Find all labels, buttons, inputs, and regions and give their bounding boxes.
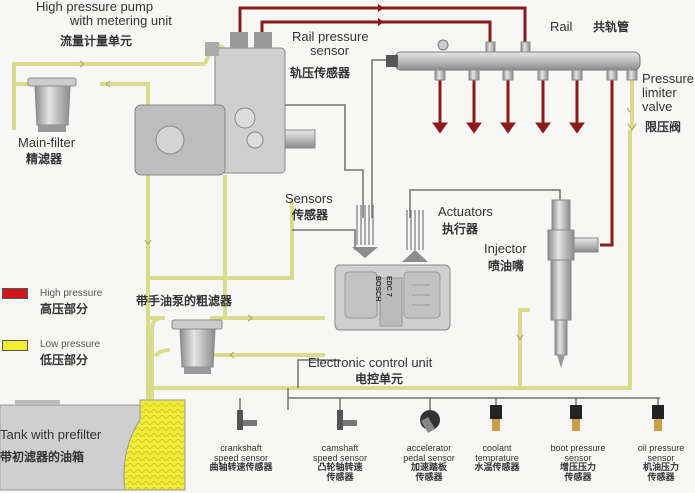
sensor-name-en-2: temprature bbox=[475, 453, 519, 463]
sensor-bus-bundle bbox=[356, 205, 374, 245]
high-pressure-line-rail-injector bbox=[600, 60, 614, 247]
limiter-label-en-1: Pressure bbox=[642, 71, 695, 86]
sensor-name-cn-1: 加速踏板 bbox=[410, 463, 447, 473]
sensors-label-cn: 传感器 bbox=[292, 208, 329, 222]
ecu-label-cn: 电控单元 bbox=[355, 372, 404, 386]
crankshaft-sensor-icon bbox=[237, 410, 257, 430]
sensor-name-en-2: pedal sensor bbox=[403, 453, 455, 463]
injector-label-en: Injector bbox=[484, 241, 527, 256]
signal-lines bbox=[225, 59, 660, 410]
low-pressure-return-line bbox=[152, 130, 632, 390]
sensor-name-en-1: coolant bbox=[482, 443, 512, 453]
pump-label-cn: 流量计量单元 bbox=[60, 34, 133, 48]
pump-label-en-2: with metering unit bbox=[70, 13, 172, 28]
injector-actuator-signal bbox=[409, 189, 561, 218]
rail-outlet-lines bbox=[432, 80, 585, 134]
ecu-model-label: EDC 7 bbox=[385, 276, 392, 297]
ecu-icon bbox=[334, 264, 451, 331]
high-pressure-pump-icon bbox=[134, 32, 316, 176]
rail-sensor-signal bbox=[371, 59, 395, 218]
sensor-label-boost-pressure: boot pressure sensor 增压压力 传感器 bbox=[543, 443, 613, 483]
limiter-return-line bbox=[627, 80, 637, 132]
sensor-name-en-2: sensor bbox=[647, 453, 675, 463]
main-filter-label-cn: 精滤器 bbox=[26, 152, 63, 166]
main-filter-icon bbox=[27, 77, 77, 132]
pedal-sensor-icon bbox=[420, 410, 440, 434]
legend-low-pressure-cn: 低压部分 bbox=[40, 353, 89, 367]
tank-label-en: Tank with prefilter bbox=[0, 427, 102, 442]
sensor-name-en-1: camshaft bbox=[321, 443, 359, 453]
low-pressure-flow-arrows bbox=[79, 60, 634, 359]
sensor-name-en-2: speed sensor bbox=[312, 453, 368, 463]
sensor-name-en-1: crankshaft bbox=[220, 443, 262, 453]
actuator-output-arrow-icon bbox=[402, 250, 428, 262]
rail-sensor-label-cn: 轨压传感器 bbox=[290, 66, 351, 80]
high-pressure-line-pump-rail-1 bbox=[238, 6, 527, 48]
pump-label-en-1: High pressure pump bbox=[36, 0, 154, 14]
actuators-label-cn: 执行器 bbox=[442, 222, 479, 236]
pump-signal bbox=[225, 104, 364, 218]
sensor-label-accelerator: accelerator pedal sensor 加速踏板 传感器 bbox=[393, 443, 465, 483]
low-pressure-lines bbox=[12, 44, 632, 430]
camshaft-sensor-icon bbox=[337, 410, 357, 430]
limiter-label-en-2: limiter bbox=[642, 85, 677, 100]
prefilter-hand-pump-icon bbox=[171, 319, 223, 374]
sensors-label-en: Sensors bbox=[285, 191, 333, 206]
rail-sensor-label-en-2: sensor bbox=[310, 43, 350, 58]
legend-high-pressure-swatch bbox=[2, 288, 28, 299]
sensor-input-arrow-icon bbox=[352, 247, 378, 258]
legend-high-pressure-cn: 高压部分 bbox=[40, 302, 89, 316]
injector-label-cn: 喷油嘴 bbox=[488, 259, 525, 273]
low-pressure-line-tank-to-prefilter bbox=[150, 316, 165, 412]
tank-label-cn: 带初滤器的油箱 bbox=[0, 450, 85, 464]
sensor-name-cn-2: 传感器 bbox=[415, 473, 443, 483]
limiter-label-cn: 限压阀 bbox=[645, 120, 682, 134]
limiter-label-en-3: valve bbox=[642, 99, 673, 114]
high-pressure-line-pump-rail-2 bbox=[260, 20, 492, 48]
sensor-label-camshaft: camshaft speed sensor 凸轮轴转速 传感器 bbox=[305, 443, 375, 483]
boost-pressure-sensor-icon bbox=[570, 405, 582, 431]
legend-high-pressure-en: High pressure bbox=[40, 288, 103, 299]
rail-sensor-label-en-1: Rail pressure bbox=[292, 29, 369, 44]
low-pressure-line-top bbox=[12, 62, 205, 130]
coolant-sensor-icon bbox=[490, 405, 502, 431]
main-filter-label-en: Main-filter bbox=[18, 135, 76, 150]
actuators-label-en: Actuators bbox=[438, 204, 493, 219]
sensor-name-cn-1: 水温传感器 bbox=[474, 463, 520, 473]
low-pressure-line-left-return bbox=[100, 82, 150, 430]
sensor-name-cn-1: 增压压力 bbox=[559, 463, 596, 473]
sensor-label-coolant: coolant temprature 水温传感器 bbox=[466, 443, 528, 473]
prefilter-label-cn: 带手油泵的粗滤器 bbox=[136, 294, 233, 308]
sensor-name-en-1: boot pressure bbox=[550, 443, 606, 453]
sensor-name-cn-2: 传感器 bbox=[326, 473, 354, 483]
injector-icon bbox=[547, 199, 599, 368]
sensor-signal-left bbox=[292, 229, 356, 250]
sensor-name-en-2: speed sensor bbox=[213, 453, 269, 463]
sensor-name-en-1: accelerator bbox=[406, 443, 452, 453]
sensor-name-en-1: oil pressure bbox=[637, 443, 685, 453]
actuator-bus-bundle bbox=[406, 210, 424, 250]
legend-low-pressure-en: Low pressure bbox=[40, 339, 101, 350]
rail-label-cn: 共轨管 bbox=[593, 20, 630, 34]
high-pressure-flow-arrows bbox=[378, 4, 384, 26]
sensor-name-cn-2: 传感器 bbox=[647, 473, 675, 483]
common-rail-icon bbox=[386, 39, 641, 81]
legend-low-pressure-swatch bbox=[2, 340, 28, 351]
rail-label-en: Rail bbox=[550, 19, 573, 34]
sensor-name-cn-1: 凸轮轴转速 bbox=[317, 463, 363, 473]
injector-leak-line bbox=[518, 308, 530, 388]
fuel-tank-icon bbox=[0, 399, 186, 491]
sensor-name-cn-2: 传感器 bbox=[564, 473, 592, 483]
sensor-label-oil-pressure: oil pressure sensor 机油压力 传感器 bbox=[628, 443, 694, 483]
sensor-name-en-2: sensor bbox=[564, 453, 592, 463]
oil-pressure-sensor-icon bbox=[652, 405, 664, 431]
sensor-name-cn-1: 机油压力 bbox=[642, 463, 679, 473]
ecu-label-en: Electronic control unit bbox=[308, 355, 433, 370]
sensor-label-crankshaft: crankshaft speed sensor 曲轴转速传感器 bbox=[208, 443, 274, 473]
sensor-name-cn-1: 曲轴转速传感器 bbox=[209, 463, 273, 473]
